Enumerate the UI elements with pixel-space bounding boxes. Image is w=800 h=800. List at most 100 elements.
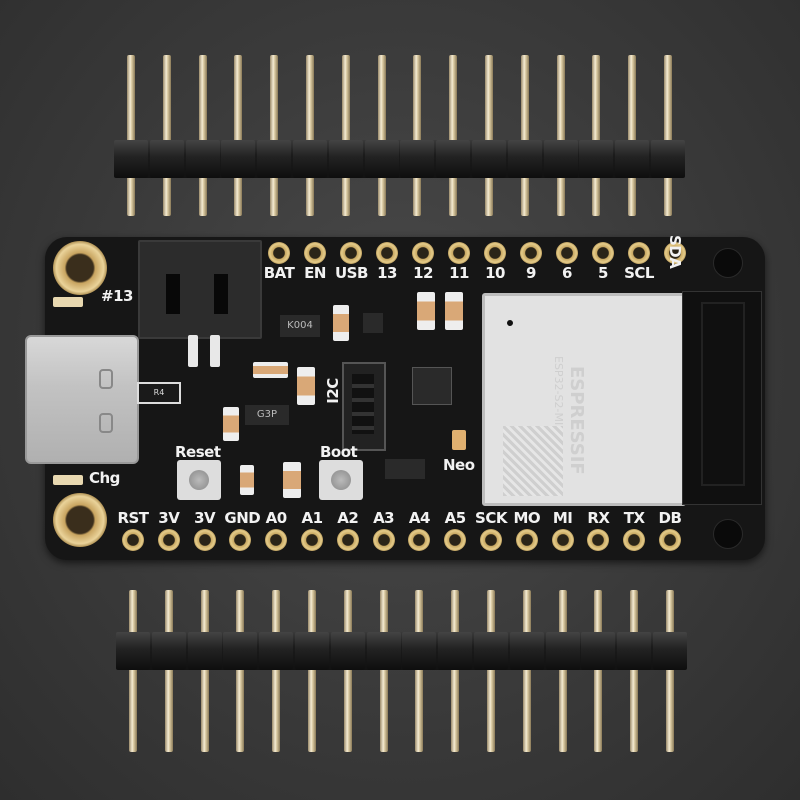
i2c-label: I2C <box>323 378 342 404</box>
bottom-pin-hole <box>265 529 288 551</box>
header-pin <box>343 590 352 752</box>
button-cap <box>331 470 351 490</box>
header-segment <box>545 632 580 670</box>
header-segment <box>221 140 256 178</box>
module-brand: ESPRESSIF <box>566 366 587 475</box>
header-pin <box>666 590 674 752</box>
bottom-pin-hole <box>301 529 323 551</box>
boot-label: Boot <box>320 443 358 461</box>
bottom-pin-label: RX <box>587 509 610 527</box>
top-pin-hole <box>376 242 398 264</box>
mounting-hole <box>53 241 107 295</box>
capacitor <box>297 367 315 405</box>
header-pin <box>308 590 316 752</box>
top-pin-label: 12 <box>413 264 433 282</box>
header-pin <box>556 55 565 216</box>
bottom-pin-hole <box>336 529 359 551</box>
header-segment <box>581 632 616 670</box>
header-pin <box>485 55 493 216</box>
header-pin <box>413 55 422 216</box>
header-pin <box>129 590 137 752</box>
r4-label: R4 <box>153 388 165 397</box>
sensor-ic <box>412 367 452 405</box>
bottom-pin-hole <box>480 529 502 551</box>
header-segment <box>116 632 150 670</box>
top-pin-label: 11 <box>449 264 469 282</box>
button-cap <box>189 470 209 490</box>
top-pin-hole <box>592 242 614 264</box>
connector-slot <box>166 274 180 314</box>
header-pin <box>487 590 495 752</box>
header-pin <box>415 590 424 752</box>
header-pin <box>198 55 207 216</box>
header-pin <box>341 55 350 216</box>
header-segment <box>114 140 148 178</box>
qr-code <box>503 426 563 496</box>
capacitor <box>240 465 254 495</box>
header-segment <box>330 632 365 670</box>
header-segment <box>472 140 506 178</box>
connector-pins <box>352 374 374 434</box>
bottom-pin-label: MI <box>552 509 573 527</box>
header-pin <box>630 590 639 752</box>
header-segment <box>509 632 544 670</box>
top-pin-hole <box>448 242 470 264</box>
boot-button[interactable] <box>319 460 363 500</box>
header-segment <box>185 140 220 178</box>
reset-button[interactable] <box>177 460 221 500</box>
header-pin <box>522 590 531 752</box>
bottom-pin-label: A5 <box>444 509 467 527</box>
header-segment <box>257 140 292 178</box>
transistor: G3P <box>245 405 289 425</box>
header-segment <box>149 140 184 178</box>
bottom-pin-label: A1 <box>301 509 323 527</box>
header-segment <box>259 632 294 670</box>
header-segment <box>293 140 327 178</box>
neopixel-label: Neo <box>443 456 475 474</box>
header-segment <box>223 632 258 670</box>
header-segment <box>400 140 435 178</box>
bottom-pin-label: DB <box>658 509 682 527</box>
header-plastic-bar <box>116 632 687 670</box>
top-pin-label: EN <box>304 264 326 282</box>
usb-shell-tab <box>99 369 113 389</box>
top-pin-hole <box>628 242 650 264</box>
header-segment <box>579 140 614 178</box>
capacitor <box>223 407 239 441</box>
top-pin-label: 10 <box>485 264 505 282</box>
capacitor <box>253 362 288 378</box>
bottom-pin-hole <box>122 529 144 551</box>
charger-ic <box>363 313 383 333</box>
top-pin-hole <box>268 242 290 264</box>
header-pin <box>592 55 601 216</box>
usb-c-port[interactable] <box>25 335 139 464</box>
top-pin-hole <box>412 242 434 264</box>
header-pin <box>306 55 314 216</box>
header-pin <box>594 590 603 752</box>
top-pin-hole <box>340 242 362 264</box>
bottom-pin-hole <box>659 529 681 551</box>
header-pin <box>162 55 171 216</box>
header-pin <box>236 590 245 752</box>
mounting-hole <box>53 493 107 547</box>
top-pin-hole <box>520 242 542 264</box>
bottom-pin-label: 3V <box>194 509 216 527</box>
top-pin-label: 13 <box>377 264 397 282</box>
connector-lead <box>188 335 198 367</box>
mounting-hole <box>713 519 743 549</box>
esp32-module: ESPRESSIF ESP32-S2-MINI-1 <box>482 293 686 506</box>
top-pin-label: SDA <box>666 235 684 269</box>
bottom-pin-label: A0 <box>265 509 288 527</box>
header-segment <box>438 632 473 670</box>
header-segment <box>436 140 471 178</box>
capacitor <box>333 305 349 341</box>
header-pin <box>451 590 460 752</box>
header-segment <box>295 632 329 670</box>
top-pin-label: BAT <box>263 264 295 282</box>
header-pin <box>379 590 388 752</box>
capacitor <box>283 462 301 498</box>
header-segment <box>653 632 687 670</box>
bottom-pin-hole <box>408 529 431 551</box>
g3p-label: G3P <box>256 409 278 420</box>
header-pin <box>628 55 637 216</box>
